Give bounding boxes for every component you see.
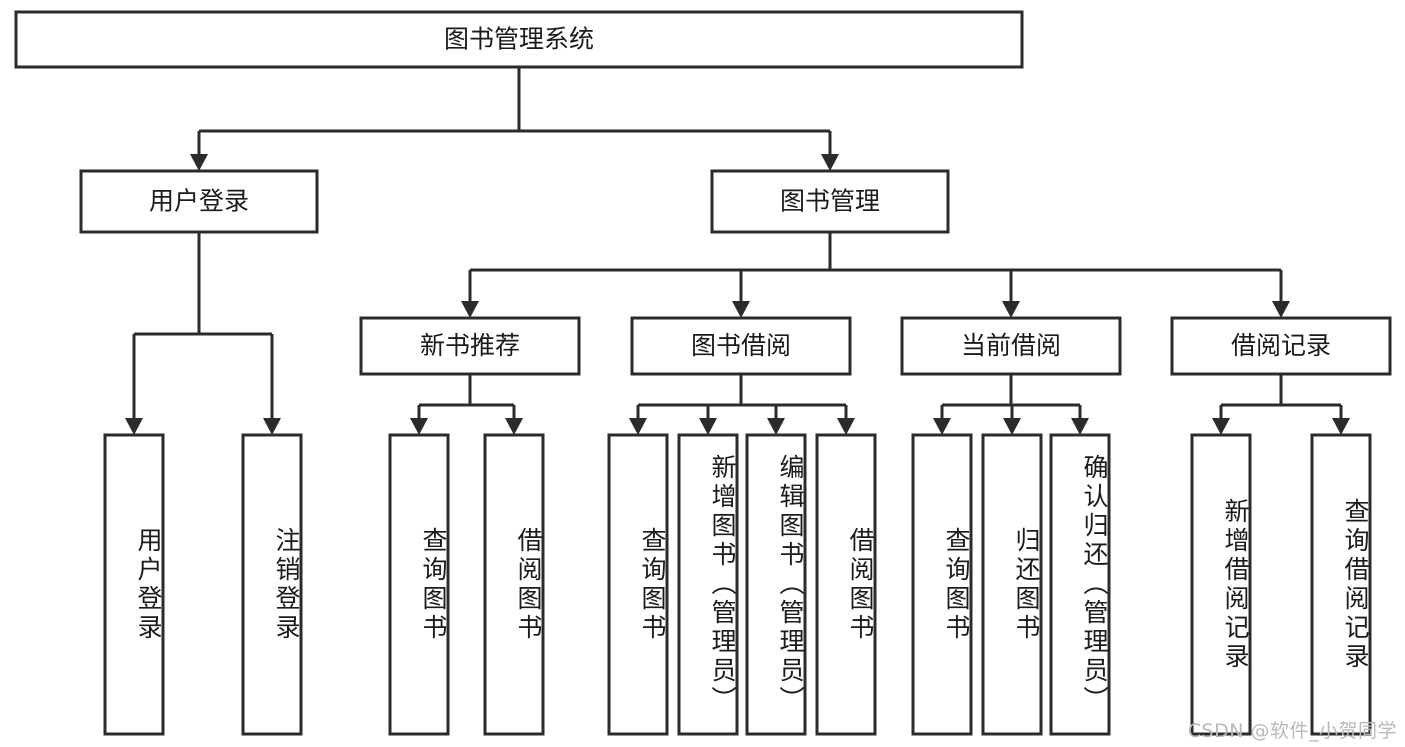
node-box-new-book-recommend[interactable]: [359, 316, 581, 376]
arrow-head-leaf-confirm-return: [1071, 418, 1089, 435]
arrow-head-leaf-return-book: [1003, 418, 1021, 435]
node-label-root: 图书管理系统: [444, 25, 594, 54]
arrow-head-leaf-add-record: [1212, 418, 1230, 435]
node-box-leaf-user-login[interactable]: [103, 433, 165, 736]
node-box-leaf-borrow-book-2[interactable]: [815, 433, 877, 736]
node-box-leaf-query-book-2[interactable]: [607, 433, 669, 736]
arrow-head-leaf-query-record: [1332, 418, 1350, 435]
node-box-leaf-return-book[interactable]: [981, 433, 1043, 736]
arrow-head-leaf-borrow-book-1: [505, 418, 523, 435]
node-box-root[interactable]: [14, 10, 1024, 69]
arrow-head-leaf-query-book-3: [933, 418, 951, 435]
node-box-borrow-records[interactable]: [1170, 316, 1392, 376]
node-label-book-borrow: 图书借阅: [691, 331, 791, 360]
arrow-head-book-borrow: [732, 301, 750, 318]
node-label-new-book-recommend: 新书推荐: [420, 331, 520, 360]
node-label-user-login: 用户登录: [149, 187, 249, 216]
arrow-head-leaf-borrow-book-2: [837, 418, 855, 435]
node-box-leaf-query-book-1[interactable]: [388, 433, 450, 736]
arrow-head-current-borrow: [1002, 301, 1020, 318]
node-box-leaf-add-record[interactable]: [1190, 433, 1252, 736]
node-label-book-management: 图书管理: [780, 187, 880, 216]
node-box-leaf-borrow-book-1[interactable]: [483, 433, 545, 736]
node-box-layer: [14, 10, 1392, 736]
node-box-leaf-query-book-3[interactable]: [911, 433, 973, 736]
arrow-head-user-login: [190, 154, 208, 171]
node-box-leaf-user-logout[interactable]: [241, 433, 303, 736]
node-box-current-borrow[interactable]: [900, 316, 1122, 376]
arrow-head-leaf-user-logout: [263, 418, 281, 435]
node-box-leaf-add-book[interactable]: [677, 433, 739, 736]
node-box-user-login[interactable]: [79, 169, 319, 234]
connector-layer: [125, 67, 1350, 435]
arrow-head-leaf-user-login: [125, 418, 143, 435]
arrow-head-leaf-query-book-2: [629, 418, 647, 435]
arrow-head-leaf-add-book: [699, 418, 717, 435]
node-label-current-borrow: 当前借阅: [961, 331, 1061, 360]
arrow-head-leaf-edit-book: [767, 418, 785, 435]
node-box-leaf-edit-book[interactable]: [745, 433, 807, 736]
watermark-text: CSDN @软件_小贺同学: [1187, 720, 1397, 742]
node-label-borrow-records: 借阅记录: [1231, 331, 1331, 360]
arrow-head-borrow-records: [1272, 301, 1290, 318]
arrow-head-new-book-recommend: [461, 301, 479, 318]
node-box-leaf-confirm-return[interactable]: [1049, 433, 1111, 736]
node-box-book-borrow[interactable]: [630, 316, 852, 376]
node-box-leaf-query-record[interactable]: [1310, 433, 1372, 736]
node-box-book-management[interactable]: [710, 169, 950, 234]
arrow-head-leaf-query-book-1: [410, 418, 428, 435]
arrow-head-book-management: [821, 154, 839, 171]
